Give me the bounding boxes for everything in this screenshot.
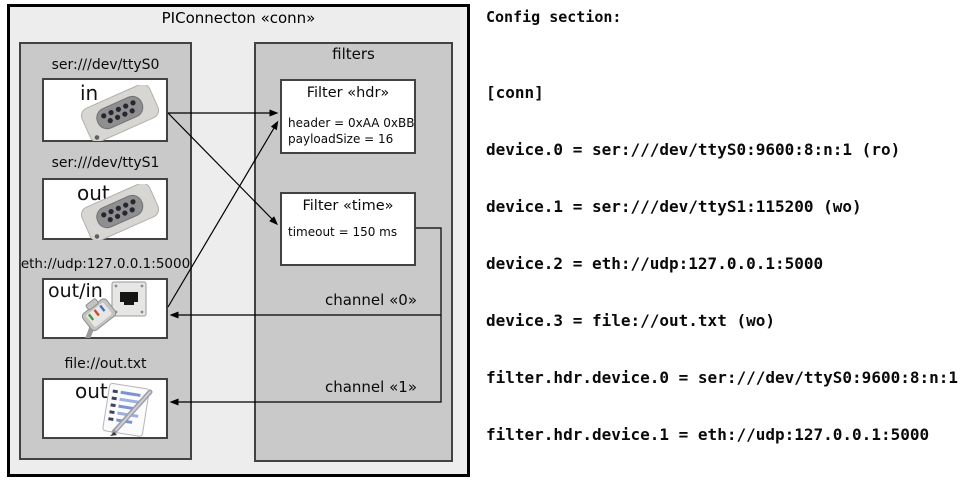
filter-hdr-box: Filter «hdr» header = 0xAA 0xBB payloadS… — [280, 79, 416, 154]
channel-1-label: channel «1» — [324, 378, 417, 396]
config-line: filter.hdr.device.1 = eth://udp:127.0.0.… — [486, 425, 930, 444]
notepad-icon — [102, 382, 153, 437]
serial-connector-icon — [80, 85, 160, 141]
config-line: [conn] — [486, 83, 544, 102]
filter-time-box: Filter «time» timeout = 150 ms — [280, 192, 416, 266]
filter-hdr-title: Filter «hdr» — [306, 85, 390, 101]
device-port-label: out — [77, 181, 110, 205]
channel-0-label: channel «0» — [324, 291, 417, 309]
device-port-label: out/in — [48, 280, 103, 302]
ethernet-connector-icon — [80, 281, 147, 338]
filters-panel-title: filters — [332, 45, 375, 63]
config-heading: Config section: — [486, 8, 622, 26]
device-label-ttys0: ser:///dev/ttyS0 — [51, 57, 160, 73]
config-line: device.1 = ser:///dev/ttyS1:115200 (wo) — [486, 197, 862, 216]
device-port-label: out — [75, 379, 108, 403]
config-lines: [conn] device.0 = ser:///dev/ttyS0:9600:… — [486, 45, 964, 484]
config-line: device.0 = ser:///dev/ttyS0:9600:8:n:1 (… — [486, 140, 901, 159]
config-line: filter.hdr.device.0 = ser:///dev/ttyS0:9… — [486, 368, 959, 387]
config-section: Config section: [conn] device.0 = ser://… — [486, 0, 964, 484]
device-port-label: in — [80, 81, 99, 105]
serial-connector-icon — [80, 184, 160, 240]
device-label-ttys1: ser:///dev/ttyS1 — [51, 155, 160, 171]
device-label-eth: eth://udp:127.0.0.1:5000 — [20, 256, 191, 272]
diagram-title: PIConnecton «conn» — [161, 9, 316, 27]
filter-time-title: Filter «time» — [302, 198, 394, 214]
config-line: filter.hdr.splitMode = header — [486, 482, 964, 484]
filter-param: header = 0xAA 0xBB — [288, 116, 415, 130]
config-line: device.3 = file://out.txt (wo) — [486, 311, 775, 330]
filter-param: payloadSize = 16 — [288, 132, 394, 146]
filter-param: timeout = 150 ms — [288, 225, 398, 239]
config-line: device.2 = eth://udp:127.0.0.1:5000 — [486, 254, 824, 273]
device-label-file: file://out.txt — [64, 356, 147, 372]
